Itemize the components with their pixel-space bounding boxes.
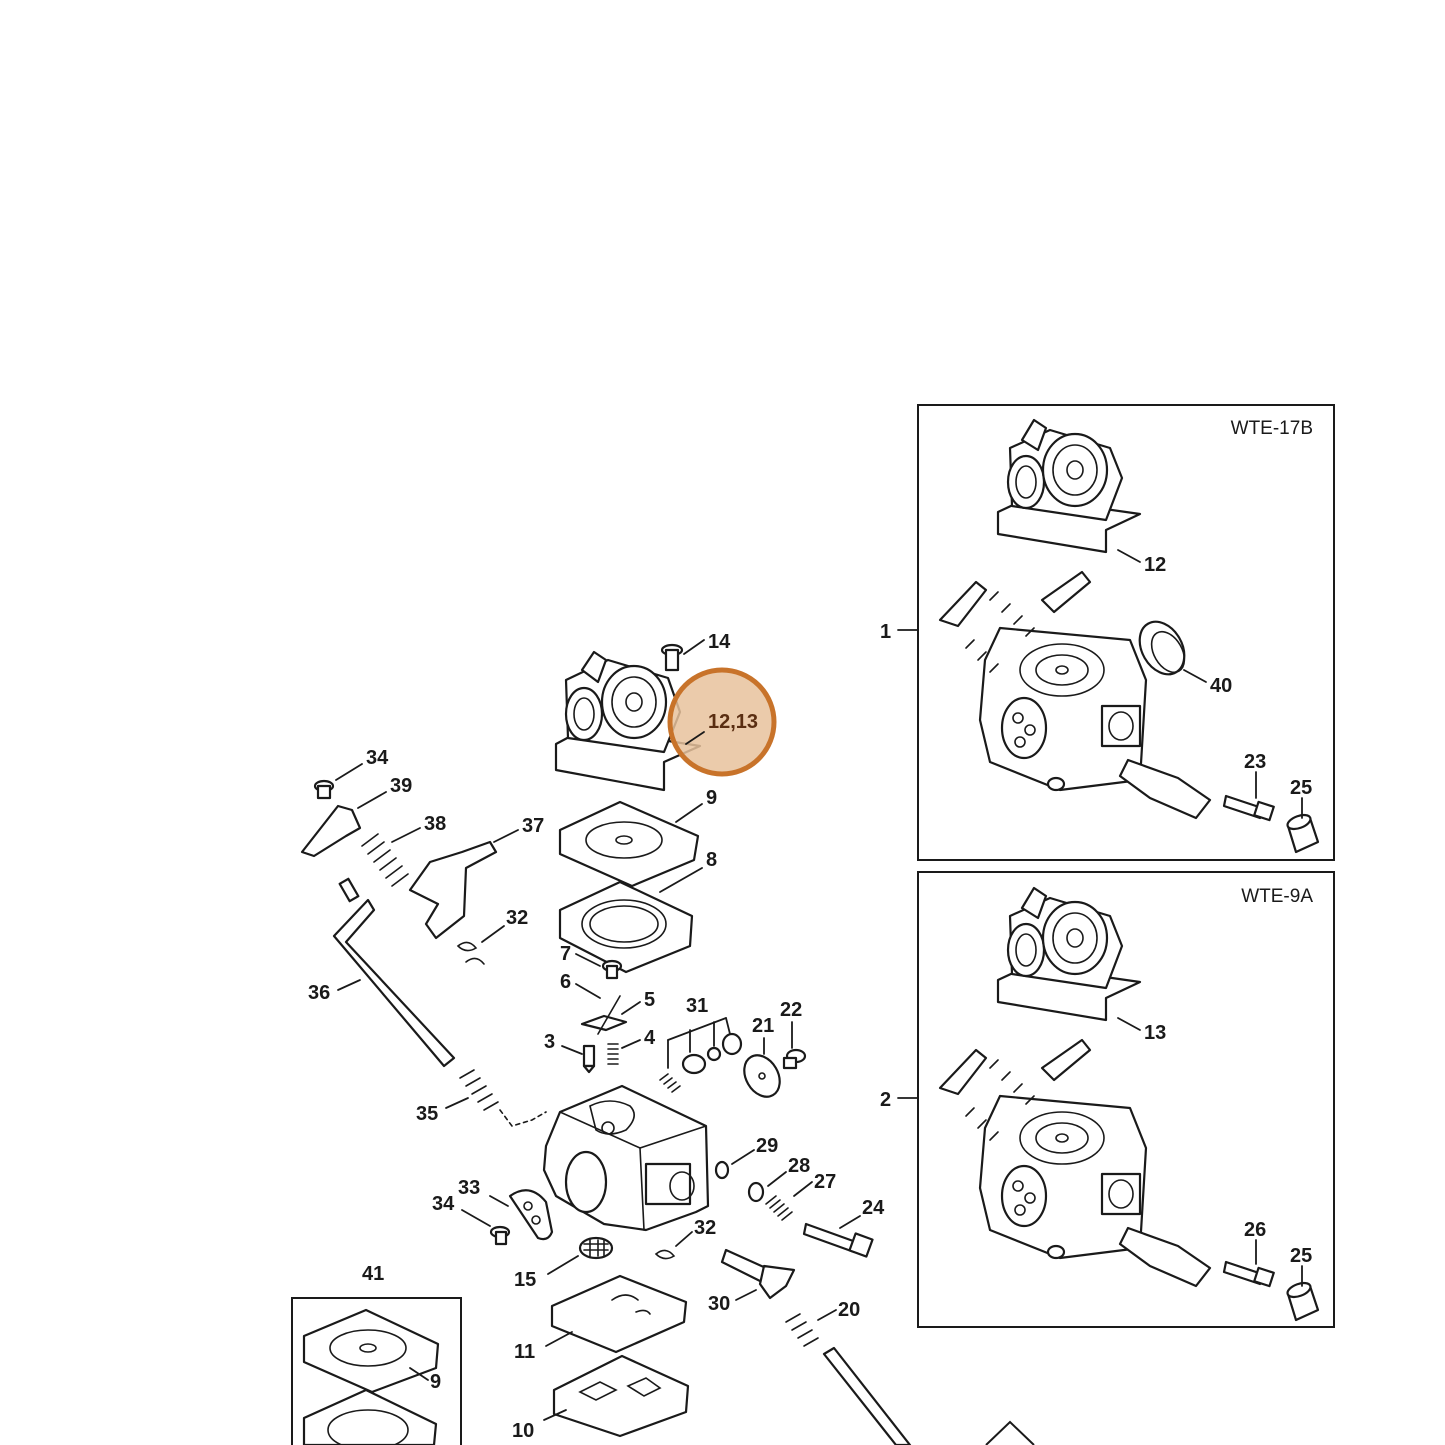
gasket-part-8 <box>558 880 694 974</box>
cap-part-25 <box>1286 813 1320 854</box>
ring-part-40 <box>1138 620 1186 676</box>
spring-part-35 <box>459 1069 547 1127</box>
label-14: 14 <box>708 631 731 653</box>
label-27: 27 <box>814 1171 836 1193</box>
label-36: 36 <box>308 982 330 1004</box>
lever-part-5 <box>580 995 628 1035</box>
screw-part-26 <box>1222 1260 1275 1288</box>
knob-part-30 <box>720 1248 796 1300</box>
label-34-top: 34 <box>366 747 389 769</box>
screw-part-14 <box>660 643 684 672</box>
spring-part-27 <box>765 1195 793 1221</box>
oring-part-29 <box>714 1160 730 1180</box>
cover-part-13 <box>996 886 1142 1022</box>
label-25-top: 25 <box>1290 777 1312 799</box>
label-22: 22 <box>780 999 802 1021</box>
label-35: 35 <box>416 1103 438 1125</box>
disc-part-21 <box>743 1054 781 1098</box>
label-30: 30 <box>708 1293 730 1315</box>
label-11: 11 <box>514 1341 535 1363</box>
inset-title-wte-17b: WTE-17B <box>1231 418 1313 439</box>
label-9-inset: 9 <box>430 1371 441 1393</box>
membrane-part-11 <box>550 1274 688 1354</box>
label-12-13: 12,13 <box>708 711 758 733</box>
label-5: 5 <box>644 989 655 1011</box>
spring-part-4 <box>607 1043 619 1065</box>
inset-title-wte-9a: WTE-9A <box>1241 886 1313 907</box>
inset-box-wte-17b: WTE-17B 1 12 <box>880 404 1335 861</box>
carburetor-assembly-top <box>938 570 1212 820</box>
label-4: 4 <box>644 1027 656 1049</box>
label-15: 15 <box>514 1269 536 1291</box>
label-34-bottom: 34 <box>432 1193 455 1215</box>
gasket-part-10 <box>552 1354 690 1438</box>
cover-part-33 <box>508 1189 554 1241</box>
label-28: 28 <box>788 1155 810 1177</box>
label-39: 39 <box>390 775 412 797</box>
label-41: 41 <box>362 1263 384 1285</box>
screw-part-34-top <box>313 779 335 800</box>
label-7: 7 <box>560 943 571 965</box>
highlight-marker-12-13[interactable]: 12,13 <box>667 667 777 777</box>
clip-part-32-bottom <box>654 1249 676 1260</box>
label-32-bottom: 32 <box>694 1217 716 1239</box>
label-32-top: 32 <box>506 907 528 929</box>
label-9: 9 <box>706 787 717 809</box>
callout-1: 1 <box>880 621 891 643</box>
valve-set-part-31 <box>659 1017 743 1093</box>
label-33: 33 <box>458 1177 480 1199</box>
screw-part-24 <box>802 1222 874 1258</box>
screw-part-34-bottom <box>489 1225 511 1246</box>
clip-part-32-top <box>456 941 485 965</box>
gasket-part-9 <box>558 800 700 888</box>
label-29: 29 <box>756 1135 778 1157</box>
label-37: 37 <box>522 815 544 837</box>
label-40: 40 <box>1210 675 1232 697</box>
label-13-bottom: 13 <box>1144 1022 1166 1044</box>
cover-part-12-13 <box>554 650 702 792</box>
screw-part-7 <box>601 959 623 980</box>
screw-part-22 <box>782 1048 807 1070</box>
label-25-bottom: 25 <box>1290 1245 1312 1267</box>
screw-part-23 <box>1222 794 1275 822</box>
carburetor-assembly-bottom <box>938 1038 1212 1288</box>
shaft-part-20 <box>785 1313 912 1445</box>
label-10: 10 <box>512 1420 534 1442</box>
inset-box-wte-9a: WTE-9A 2 13 <box>880 871 1335 1328</box>
label-23: 23 <box>1244 751 1266 773</box>
label-26: 26 <box>1244 1219 1266 1241</box>
spring-part-38 <box>361 833 409 887</box>
needle-part-3 <box>582 1044 596 1074</box>
label-3: 3 <box>544 1031 555 1053</box>
label-20: 20 <box>838 1299 860 1321</box>
label-24: 24 <box>862 1197 885 1219</box>
washer-part-28 <box>747 1181 765 1203</box>
cap-part-25-bottom <box>1286 1281 1320 1322</box>
label-38: 38 <box>424 813 446 835</box>
screen-part-15 <box>578 1236 614 1260</box>
shaft-part-36 <box>332 877 456 1068</box>
label-12-top: 12 <box>1144 554 1166 576</box>
label-8: 8 <box>706 849 717 871</box>
inset-box-41: 41 9 <box>291 1263 462 1445</box>
label-21: 21 <box>752 1015 774 1037</box>
label-6: 6 <box>560 971 571 993</box>
lever-part-37 <box>408 840 498 940</box>
lever-part-39 <box>300 804 362 858</box>
callout-2: 2 <box>880 1089 891 1111</box>
carburetor-body <box>542 1084 710 1232</box>
cover-part-12 <box>996 418 1142 554</box>
label-31: 31 <box>686 995 708 1017</box>
